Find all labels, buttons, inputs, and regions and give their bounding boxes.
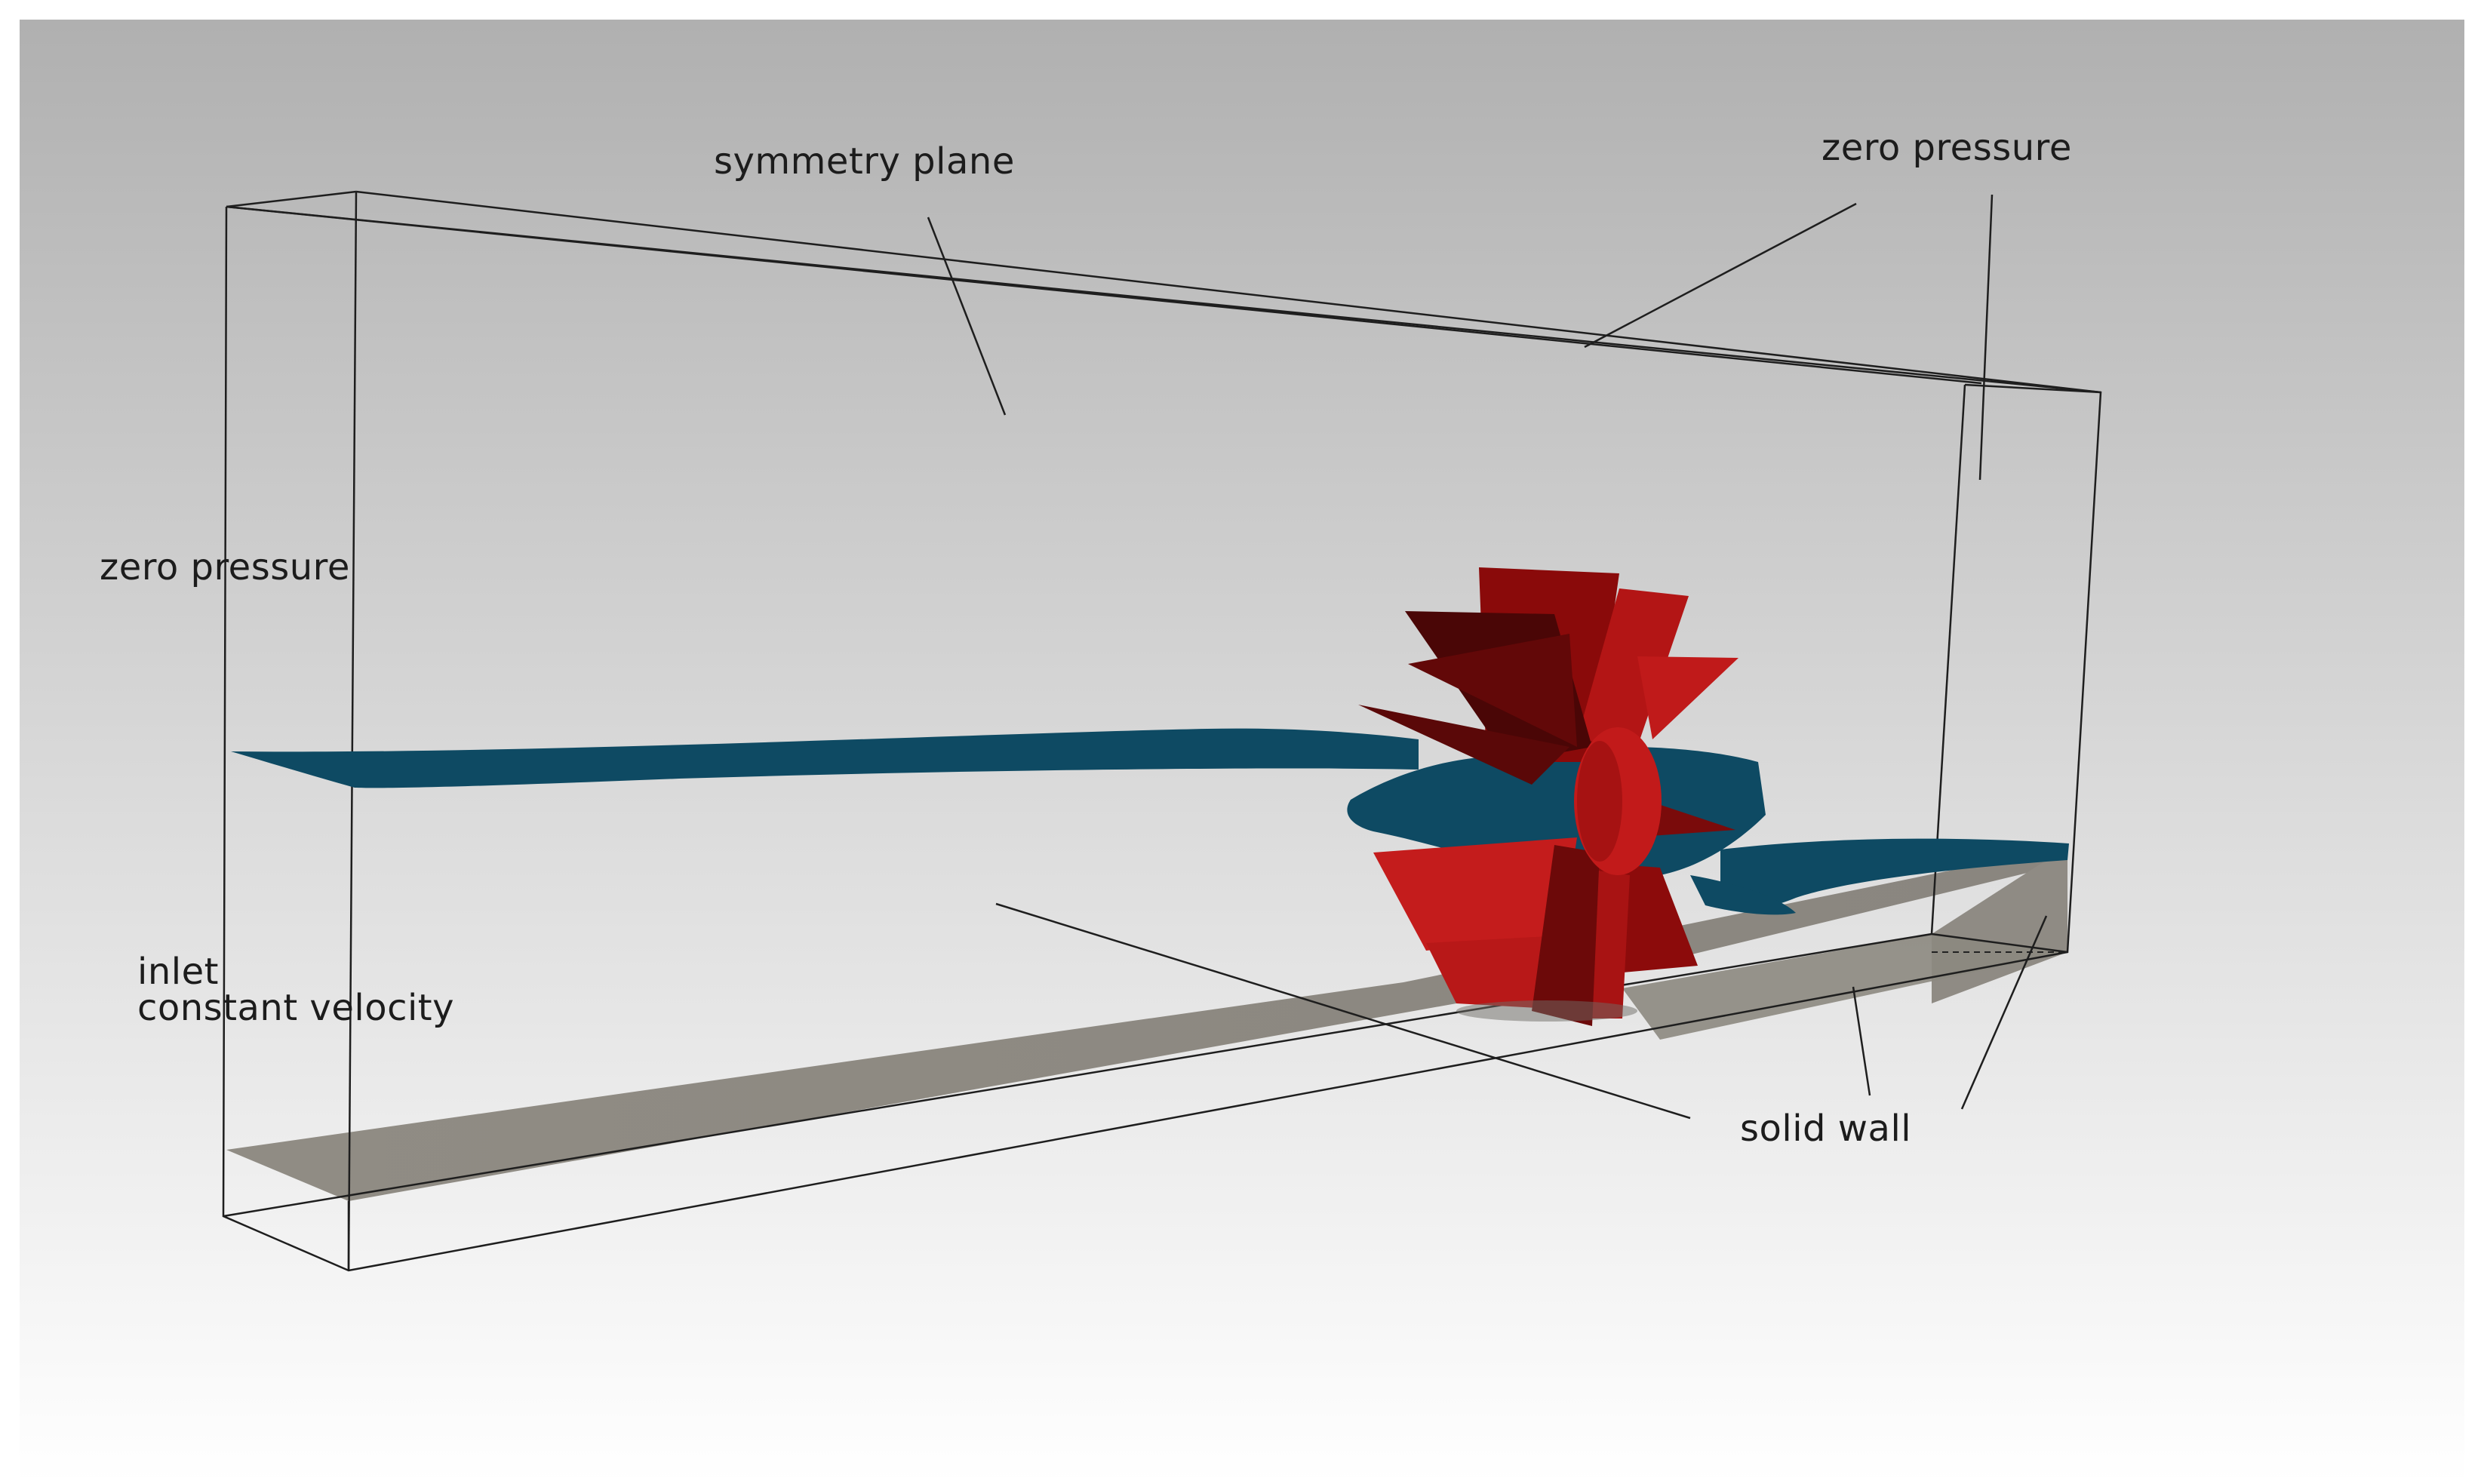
domain-wireframe xyxy=(222,190,2102,1272)
rotor-shadow xyxy=(1456,1000,1637,1022)
leader-solid-3 xyxy=(1960,915,2048,1110)
leader-solid-1 xyxy=(995,902,1691,1120)
rotor-hub-shade xyxy=(1577,741,1622,862)
flow-isosurface xyxy=(231,728,2069,925)
floor-plane xyxy=(226,846,2067,1201)
rotor-blade xyxy=(1408,634,1577,747)
rotor-blade xyxy=(1358,705,1569,785)
rotor-blade xyxy=(1577,588,1689,747)
leader-solid-2 xyxy=(1852,986,1871,1096)
rotor-blade xyxy=(1373,837,1577,951)
label-zero-pressure-top: zero pressure xyxy=(1821,127,2072,169)
label-inlet: inlet xyxy=(137,951,219,993)
label-constant-velocity: constant velocity xyxy=(137,987,455,1029)
label-symmetry-plane: symmetry plane xyxy=(714,140,1015,183)
leader-zero-top-2 xyxy=(1978,194,1994,481)
label-zero-pressure-left: zero pressure xyxy=(100,546,350,588)
leader-symmetry xyxy=(927,217,1007,416)
leader-lines xyxy=(927,194,2048,1120)
leader-zero-top-1 xyxy=(1584,202,1857,349)
label-solid-wall: solid wall xyxy=(1740,1108,1912,1150)
rotor-blade xyxy=(1637,656,1738,739)
rotor xyxy=(1358,567,1738,1026)
rotor-blade xyxy=(1532,845,1600,1026)
